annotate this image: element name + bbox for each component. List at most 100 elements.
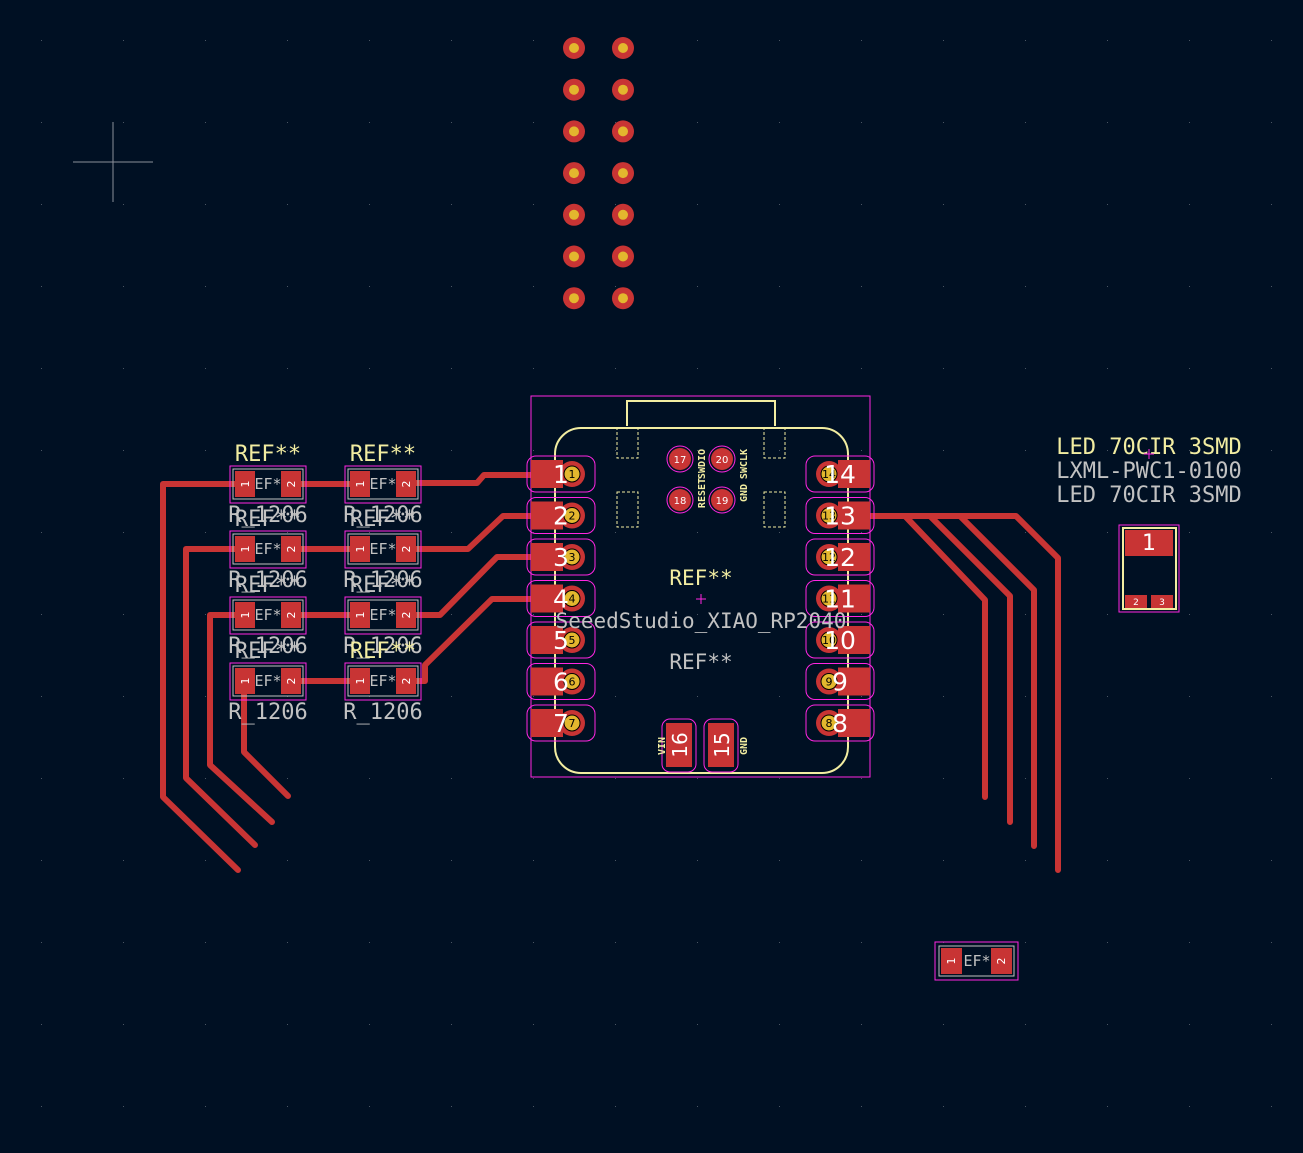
grid-dot xyxy=(205,696,206,697)
lone-resistor-pad-2[interactable] xyxy=(991,948,1012,974)
resistor-value: R_1206 xyxy=(343,700,422,725)
xiao-pins-left[interactable]: 11 22 33 44 55 66 77 xyxy=(526,455,596,742)
trace-pin3[interactable] xyxy=(407,554,551,618)
grid-dot xyxy=(943,1024,944,1025)
led-pad-1[interactable] xyxy=(1125,530,1173,556)
xiao-pin-pad[interactable] xyxy=(838,501,870,530)
xiao-pin-pad[interactable] xyxy=(531,501,563,530)
led-footprint[interactable]: LED 70CIR 3SMD LXML-PWC1-0100 LED 70CIR … xyxy=(1056,435,1242,613)
trace-r3-left[interactable] xyxy=(207,612,275,825)
resistor-pad-1[interactable] xyxy=(235,471,255,497)
xiao-pin[interactable]: 22 xyxy=(526,497,596,534)
grid-dot xyxy=(533,204,534,205)
resistor-pad-2[interactable] xyxy=(396,602,416,628)
xiao-swd-pad[interactable] xyxy=(669,489,691,511)
xiao-pin-pad[interactable] xyxy=(838,584,870,613)
xiao-swd-pad[interactable] xyxy=(711,448,733,470)
trace-pin4[interactable] xyxy=(407,596,551,684)
xiao-pin-pad[interactable] xyxy=(531,709,563,737)
pin-header-2x7[interactable] xyxy=(563,37,634,310)
resistor-pad-2[interactable] xyxy=(281,602,301,628)
resistor-pad-1[interactable] xyxy=(235,602,255,628)
trace-pin2[interactable] xyxy=(407,513,551,552)
xiao-pin[interactable]: 11 xyxy=(526,455,596,493)
resistor-value: R_1206 xyxy=(343,634,422,659)
resistor-pad-1[interactable] xyxy=(235,668,255,694)
trace-pin13-b[interactable] xyxy=(902,513,1013,825)
grid-dot xyxy=(1107,286,1108,287)
trace-pin13-d[interactable] xyxy=(957,513,1061,873)
grid-dot xyxy=(1271,1106,1272,1107)
trace-r4-left[interactable] xyxy=(241,678,291,799)
xiao-pin[interactable]: 55 xyxy=(526,621,596,659)
xiao-pin-pad[interactable] xyxy=(531,584,563,613)
xiao-pin-pad[interactable] xyxy=(838,460,870,488)
copper-traces[interactable] xyxy=(160,472,1061,873)
resistor-pad-2[interactable] xyxy=(281,536,301,562)
xiao-pin-pad[interactable] xyxy=(838,543,870,571)
resistor-pad-2[interactable] xyxy=(396,668,416,694)
resistor-pad-2[interactable] xyxy=(396,536,416,562)
xiao-pin-pad[interactable] xyxy=(531,626,563,654)
led-pad-3[interactable] xyxy=(1151,595,1173,608)
trace-pin1[interactable] xyxy=(407,472,551,486)
resistor-pad-2-label: 2 xyxy=(285,481,298,488)
trace-pin13-c[interactable] xyxy=(927,513,1037,849)
xiao-pin-pad[interactable] xyxy=(531,460,563,488)
xiao-pin[interactable]: 77 xyxy=(526,704,596,742)
xiao-pin-pad[interactable] xyxy=(531,543,563,571)
xiao-pin-hole-label: 4 xyxy=(569,593,576,606)
resistor-pad-1[interactable] xyxy=(350,602,370,628)
grid-dot xyxy=(861,204,862,205)
resistor-pad-2[interactable] xyxy=(281,471,301,497)
xiao-swd-pad[interactable] xyxy=(711,489,733,511)
xiao-bottom-pad[interactable] xyxy=(666,723,692,767)
xiao-pin-pad[interactable] xyxy=(838,709,870,737)
trace-r1-left[interactable] xyxy=(160,481,247,873)
xiao-pin[interactable]: 44 xyxy=(526,580,596,617)
trace-pin13-a[interactable] xyxy=(859,513,988,800)
resistor-pad-1[interactable] xyxy=(235,536,255,562)
xiao-pin[interactable]: 33 xyxy=(526,538,596,576)
xiao-pin-pad[interactable] xyxy=(838,667,870,696)
xiao-pin[interactable]: 66 xyxy=(526,663,596,700)
resistor-pad-1[interactable] xyxy=(350,471,370,497)
grid-dot xyxy=(451,204,452,205)
resistor-pad-2[interactable] xyxy=(281,668,301,694)
resistor-pad-2[interactable] xyxy=(396,471,416,497)
xiao-swd-pad[interactable] xyxy=(669,448,691,470)
resistor-pad-1[interactable] xyxy=(350,536,370,562)
xiao-pin-pad[interactable] xyxy=(838,626,870,654)
lone-resistor-footprint[interactable]: 1 2 EF* xyxy=(934,941,1019,981)
resistor-pad-1[interactable] xyxy=(350,668,370,694)
led-pad-2[interactable] xyxy=(1125,595,1147,608)
lone-resistor-pad-1[interactable] xyxy=(941,948,962,974)
xiao-swd-pad-label: 18 xyxy=(674,496,687,507)
xiao-pin-courtyard xyxy=(526,663,596,700)
xiao-bottom-pad[interactable] xyxy=(708,723,734,767)
resistor-pad-2-label: 2 xyxy=(285,546,298,553)
xiao-pin-pad[interactable] xyxy=(531,667,563,696)
trace-r2-left[interactable] xyxy=(183,546,258,848)
